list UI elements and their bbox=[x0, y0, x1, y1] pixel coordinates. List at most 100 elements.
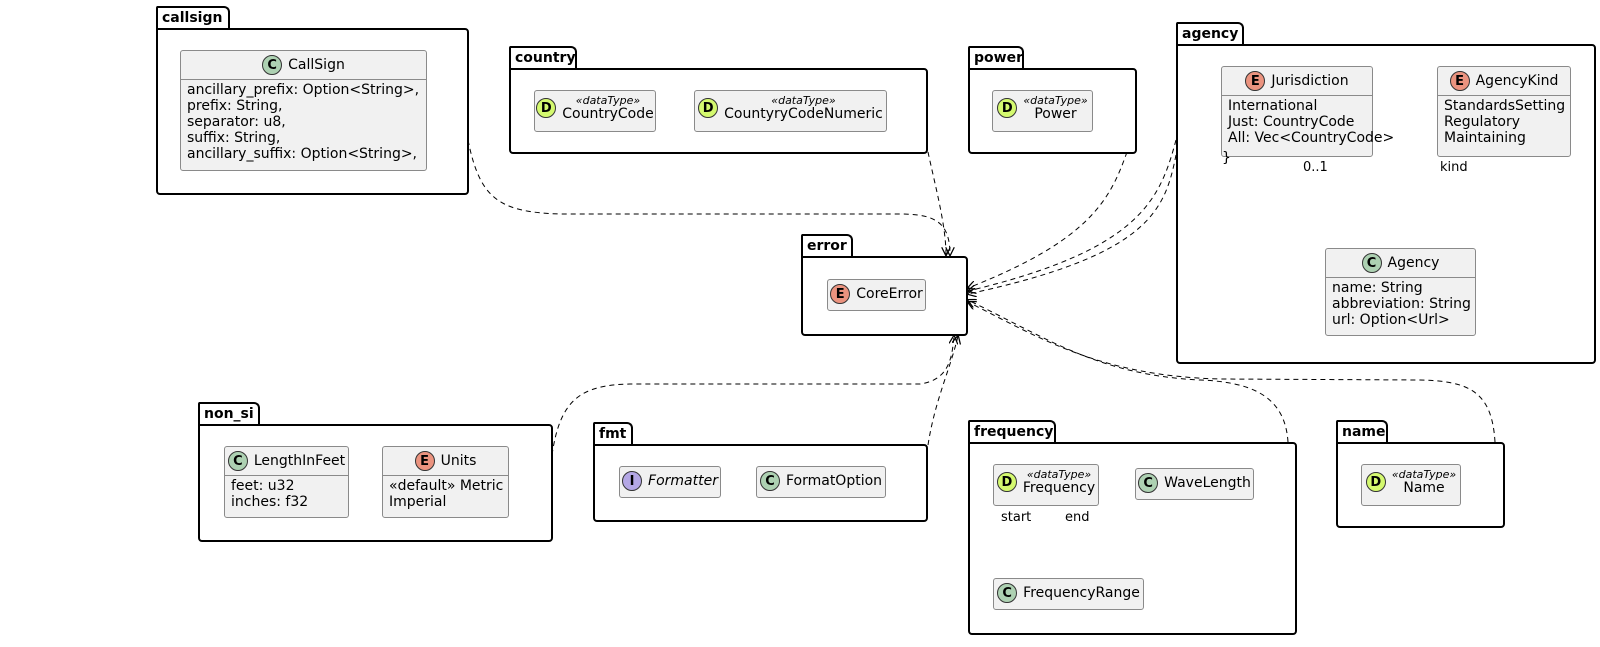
dep-country-error bbox=[927, 151, 946, 255]
class-name: Name bbox=[1403, 480, 1445, 496]
class-power[interactable]: D «dataType»Power bbox=[992, 90, 1093, 132]
dep-callsign-error bbox=[467, 139, 950, 255]
dep-agency-error-1 bbox=[968, 139, 1177, 291]
field: separator: u8, bbox=[187, 114, 286, 130]
enum-jurisdiction[interactable]: E Jurisdiction International Just: Countr… bbox=[1221, 66, 1395, 166]
class-name: Units bbox=[440, 453, 477, 469]
class-name: AgencyKind bbox=[1475, 73, 1559, 89]
class-name: CountryCode bbox=[562, 106, 654, 122]
class-name: WaveLength bbox=[1164, 475, 1251, 491]
class-name-type[interactable]: D «dataType»Name bbox=[1361, 464, 1461, 506]
enum-badge-icon: E bbox=[830, 284, 851, 304]
stereotype: «dataType» bbox=[1391, 468, 1457, 481]
class-agency[interactable]: C Agency name: String abbreviation: Strin… bbox=[1325, 248, 1476, 336]
enum-units[interactable]: E Units «default» Metric Imperial bbox=[382, 446, 509, 518]
class-frequencyrange[interactable]: C FrequencyRange bbox=[993, 578, 1144, 610]
stereotype: «dataType» bbox=[1026, 468, 1092, 481]
class-formatoption[interactable]: C FormatOption bbox=[756, 466, 886, 498]
dep-frequency-error bbox=[968, 300, 1289, 443]
interface-badge-icon: I bbox=[622, 471, 643, 491]
package-tab-power: power bbox=[968, 46, 1024, 68]
role-label-start: start bbox=[1001, 510, 1032, 525]
package-tab-callsign: callsign bbox=[156, 6, 230, 28]
enum-value: All: Vec<CountryCode> bbox=[1228, 130, 1395, 146]
package-fmt: I Formatter C FormatOption bbox=[593, 444, 928, 522]
datatype-badge-icon: D bbox=[536, 98, 557, 118]
class-callsign[interactable]: C CallSign ancillary_prefix: Option<Strin… bbox=[180, 50, 427, 171]
enum-value: StandardsSetting bbox=[1444, 98, 1566, 114]
package-country: D«dataType»CountryCode D«dataType»County… bbox=[509, 68, 928, 154]
stereotype: «dataType» bbox=[575, 94, 641, 107]
datatype-badge-icon: D bbox=[1365, 472, 1386, 492]
enum-badge-icon: E bbox=[1245, 71, 1266, 91]
class-badge-icon: C bbox=[1138, 473, 1159, 493]
package-callsign: C CallSign ancillary_prefix: Option<Strin… bbox=[156, 28, 469, 195]
class-badge-icon: C bbox=[262, 55, 283, 75]
class-name: Power bbox=[1034, 106, 1077, 122]
package-tab-frequency: frequency bbox=[968, 420, 1056, 442]
field: suffix: String, bbox=[187, 130, 281, 146]
dep-fmt-error bbox=[927, 336, 958, 446]
stereotype: «dataType» bbox=[1023, 94, 1088, 107]
field: ancillary_prefix: Option<String>, bbox=[187, 82, 420, 98]
dep-power-error bbox=[968, 151, 1128, 288]
class-frequency[interactable]: D «dataType»Frequency bbox=[993, 464, 1099, 506]
field: feet: u32 bbox=[231, 478, 295, 494]
field: inches: f32 bbox=[231, 494, 309, 510]
class-name: CoreError bbox=[856, 286, 923, 302]
dep-agency-error-2 bbox=[968, 154, 1177, 294]
field: ancillary_suffix: Option<String>, bbox=[187, 146, 418, 162]
package-tab-error: error bbox=[801, 234, 853, 256]
enum-value: International bbox=[1228, 98, 1318, 114]
package-tab-country: country bbox=[509, 46, 577, 68]
class-badge-icon: C bbox=[997, 583, 1018, 603]
package-agency: E Jurisdiction International Just: Countr… bbox=[1176, 44, 1596, 364]
class-name: LengthInFeet bbox=[253, 453, 346, 469]
class-countrycodenumeric[interactable]: D «dataType»CountyryCodeNumeric bbox=[694, 90, 887, 132]
interface-formatter[interactable]: I Formatter bbox=[619, 466, 721, 498]
enum-badge-icon: E bbox=[414, 451, 435, 471]
class-wavelength[interactable]: C WaveLength bbox=[1135, 468, 1254, 500]
class-name: Frequency bbox=[1022, 480, 1096, 496]
role-label-end: end bbox=[1065, 510, 1090, 525]
enum-value: Imperial bbox=[389, 494, 447, 510]
class-badge-icon: C bbox=[759, 471, 780, 491]
class-badge-icon: C bbox=[1361, 253, 1382, 273]
class-name: FrequencyRange bbox=[1023, 585, 1140, 601]
role-label-kind: kind bbox=[1440, 160, 1468, 175]
class-name: Agency bbox=[1387, 255, 1440, 271]
field: url: Option<Url> bbox=[1332, 312, 1450, 328]
dep-non_si-error bbox=[551, 336, 954, 456]
package-error: E CoreError bbox=[801, 256, 968, 336]
field: abbreviation: String bbox=[1332, 296, 1471, 312]
enum-value: Regulatory bbox=[1444, 114, 1521, 130]
field: name: String bbox=[1332, 280, 1423, 296]
enum-value: Maintaining bbox=[1444, 130, 1526, 146]
enum-badge-icon: E bbox=[1449, 71, 1470, 91]
stereotype: «dataType» bbox=[771, 94, 836, 107]
class-countrycode[interactable]: D «dataType»CountryCode bbox=[534, 90, 656, 132]
package-tab-non_si: non_si bbox=[198, 402, 260, 424]
class-name: Jurisdiction bbox=[1271, 73, 1349, 89]
class-name: CallSign bbox=[288, 57, 345, 73]
datatype-badge-icon: D bbox=[996, 472, 1017, 492]
class-name: Formatter bbox=[648, 473, 718, 489]
package-tab-fmt: fmt bbox=[593, 422, 633, 444]
enum-coreerror[interactable]: E CoreError bbox=[827, 279, 926, 311]
datatype-badge-icon: D bbox=[997, 98, 1018, 118]
package-frequency: D «dataType»Frequency C WaveLength C Freque… bbox=[968, 442, 1297, 635]
enum-value: «default» Metric bbox=[389, 478, 504, 494]
package-power: D «dataType»Power bbox=[968, 68, 1137, 154]
field: prefix: String, bbox=[187, 98, 283, 114]
class-name: CountyryCodeNumeric bbox=[724, 106, 883, 122]
class-name: FormatOption bbox=[785, 473, 883, 489]
package-tab-name: name bbox=[1336, 420, 1388, 442]
enum-value: Just: CountryCode bbox=[1228, 114, 1355, 130]
package-tab-agency: agency bbox=[1176, 22, 1244, 44]
package-name: D «dataType»Name bbox=[1336, 442, 1505, 528]
datatype-badge-icon: D bbox=[698, 98, 719, 118]
